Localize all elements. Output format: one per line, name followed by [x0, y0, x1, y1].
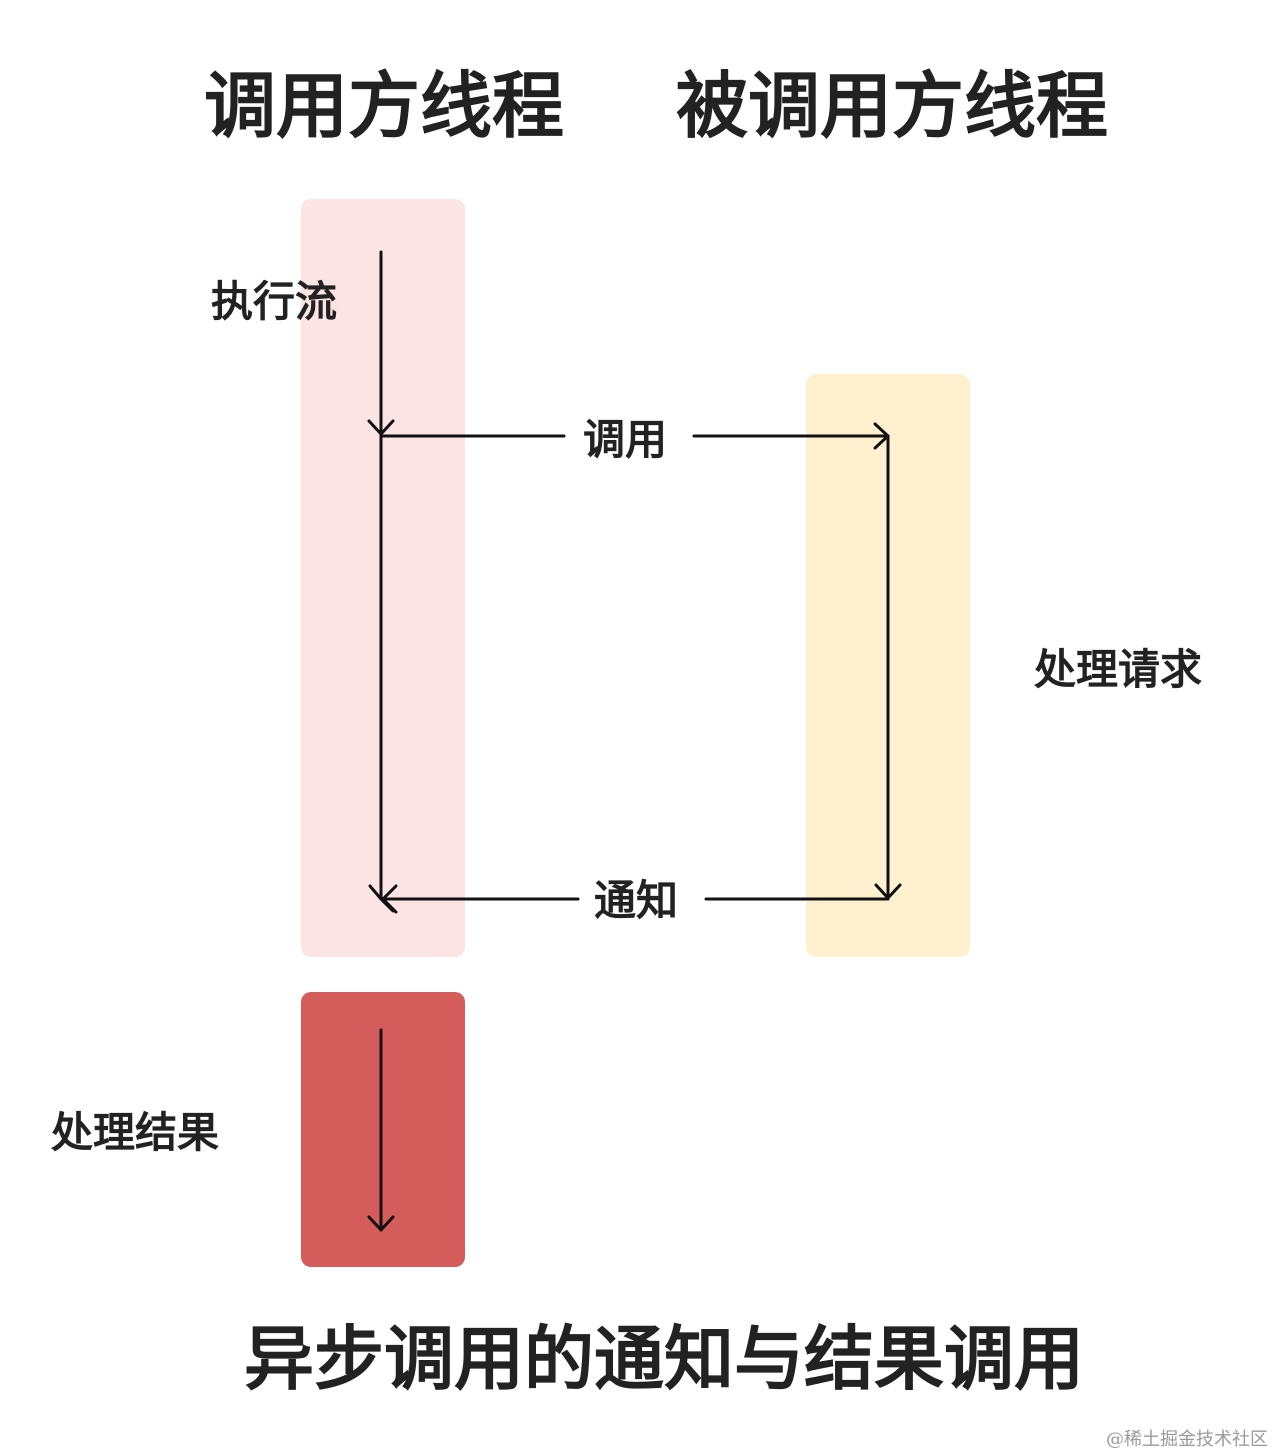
diagram-title: 异步调用的通知与结果调用: [244, 1318, 1084, 1400]
caller-thread-block: [301, 199, 465, 957]
result-process-arrowhead: [367, 1215, 395, 1232]
notify-label: 通知: [594, 876, 679, 925]
execution-flow-label: 执行流: [211, 277, 338, 326]
process-request-label: 处理请求: [1034, 645, 1203, 694]
call-label: 调用: [583, 415, 668, 464]
process-result-block: [301, 992, 465, 1267]
caller-continue-arrowhead: [368, 884, 395, 913]
watermark-text: @稀土掘金技术社区: [1106, 1429, 1268, 1450]
callee-thread-heading: 被调用方线程: [676, 64, 1109, 148]
process-result-label: 处理结果: [51, 1108, 220, 1157]
caller-thread-heading: 调用方线程: [204, 64, 565, 148]
